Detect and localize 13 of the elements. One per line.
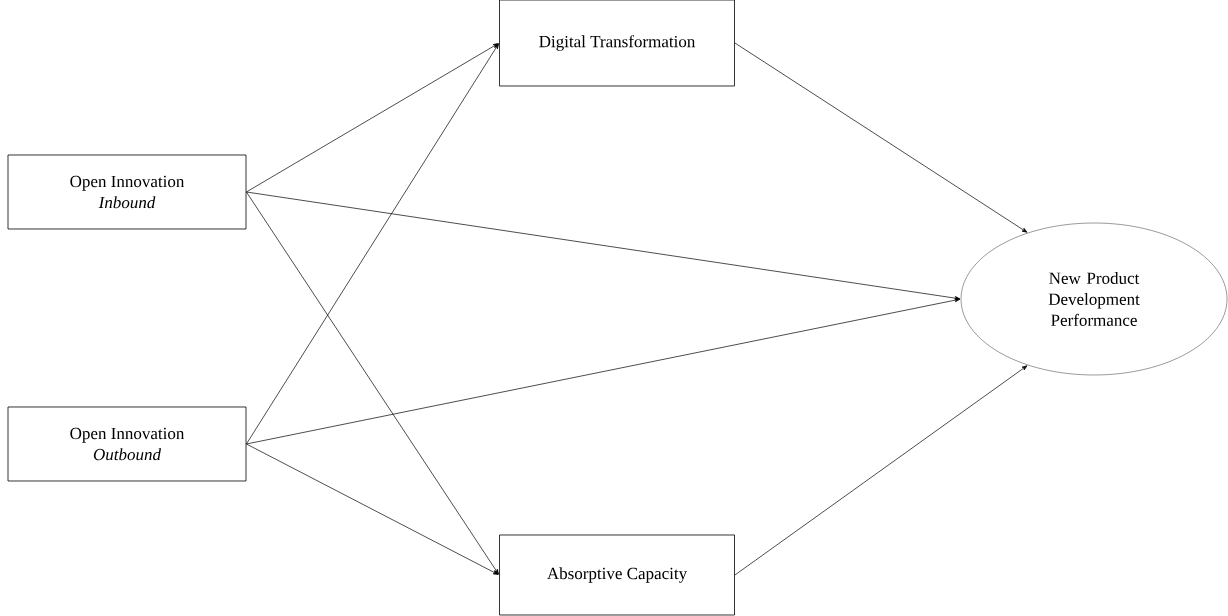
- arrow: [246, 298, 961, 445]
- arrow: [246, 443, 499, 575]
- arrow: [246, 191, 961, 301]
- process-box: Open Innovation Outbound: [7, 406, 247, 482]
- arrow: [246, 191, 499, 575]
- arrow: [734, 42, 1028, 233]
- process-box: Open Innovation Inbound: [7, 154, 247, 230]
- arrow: [246, 43, 499, 193]
- arrow: [246, 43, 499, 445]
- arrow: [734, 365, 1028, 576]
- process-box: Absorptive Capacity: [499, 534, 735, 616]
- oval-node: New Product Development Performance: [960, 222, 1228, 376]
- process-box: Digital Transformation: [499, 0, 735, 87]
